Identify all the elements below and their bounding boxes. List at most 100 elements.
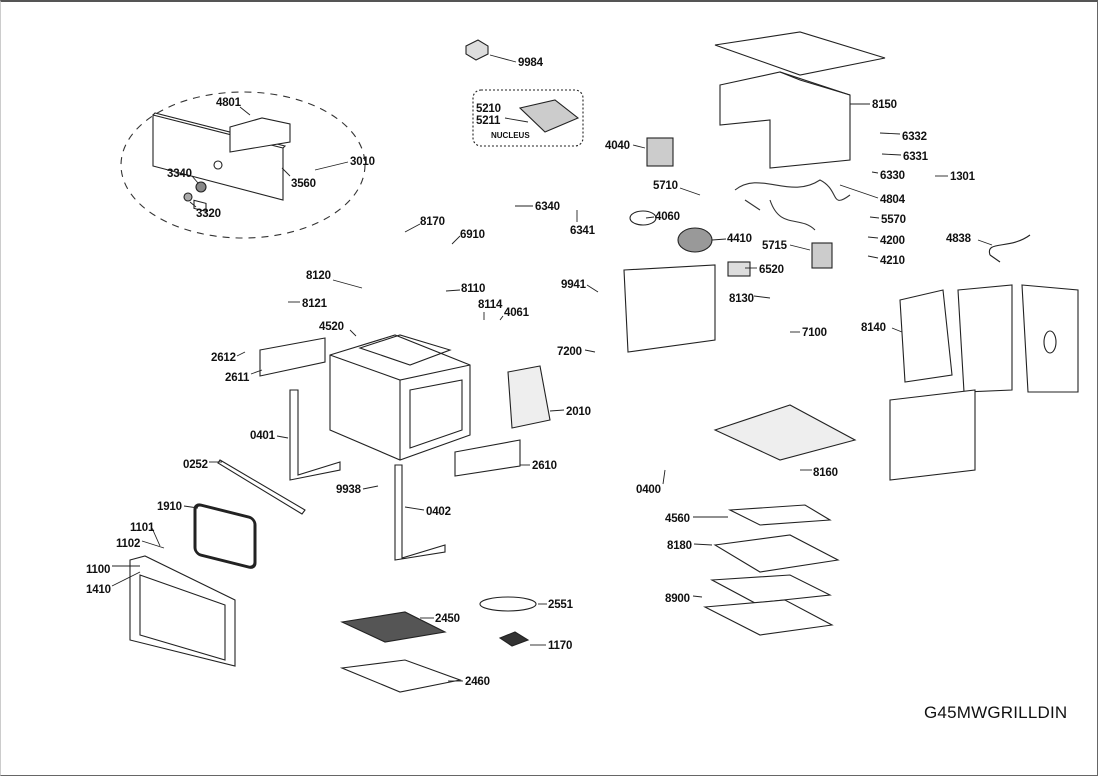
side-rail-right-drawing [454, 439, 521, 477]
leader-line-vent-grille [584, 349, 596, 353]
part-label-shaft: 6910 [460, 229, 485, 241]
leader-line-knob-cap [189, 201, 197, 208]
part-label-waveguide-cover: 2010 [566, 406, 591, 418]
part-label-door-switch: 7100 [802, 327, 827, 339]
part-label-vent-grille: 7200 [557, 346, 582, 358]
leader-line-latch-assembly [753, 295, 771, 299]
magnetron-drawing [646, 137, 674, 167]
leader-line-door-seal [183, 505, 199, 509]
leader-line-door-screw-b [141, 540, 165, 549]
transformer-drawing [811, 242, 833, 269]
leader-line-motor-bracket [332, 279, 363, 289]
base-plate-drawing [713, 404, 857, 461]
leader-line-wire-clip-a [879, 132, 901, 135]
mounting-bracket-left-drawing [289, 389, 341, 481]
part-label-side-rail-screw: 2612 [211, 352, 236, 364]
part-label-door-screw-a: 1101 [130, 522, 155, 534]
part-label-knob: 3340 [167, 168, 192, 180]
part-label-connector-block: 9984 [518, 57, 543, 69]
part-label-sensor: 6340 [535, 201, 560, 213]
part-label-fan-motor: 4410 [727, 233, 752, 245]
leader-line-relay [679, 187, 701, 196]
side-rail-left-drawing [259, 337, 326, 377]
part-label-motor-bracket: 8120 [306, 270, 331, 282]
leader-line-control-board-alt [504, 117, 529, 123]
part-label-door-screw-b: 1102 [116, 538, 141, 550]
part-label-wire-clip-a: 6332 [902, 131, 927, 143]
part-label-handle-connector: 1170 [548, 640, 573, 652]
baking-tray-drawing [339, 659, 463, 693]
leader-line-waveguide-cover [549, 409, 565, 412]
nucleus-label: NUCLEUS [491, 131, 530, 140]
leader-line-power-cord [977, 239, 993, 246]
leader-line-magnetron [632, 144, 646, 149]
part-label-door-glass: 1410 [86, 584, 111, 596]
control-board-drawing [518, 99, 580, 133]
part-label-bushing: 8121 [302, 298, 327, 310]
part-label-magnetron: 4040 [605, 140, 630, 152]
part-label-fuse: 6330 [880, 170, 905, 182]
part-label-outer-casing: 8150 [872, 99, 897, 111]
part-label-mounting-bracket-right: 0402 [426, 506, 451, 518]
leader-line-control-panel-assembly [314, 161, 349, 171]
rear-panel-drawing [623, 264, 716, 353]
part-label-trim-strip: 0252 [183, 459, 208, 471]
leader-line-back-panel [891, 327, 903, 333]
leader-line-shaft [451, 235, 461, 245]
leader-line-wiring-harness [839, 184, 879, 199]
part-label-heater-cover: 8180 [667, 540, 692, 552]
part-label-mounting-screw: 9938 [336, 484, 361, 496]
grill-element-drawing [358, 334, 452, 366]
part-label-display-cable: 4801 [216, 97, 241, 109]
model-code: G45MWGRILLDIN [924, 703, 1068, 722]
part-label-transformer: 5715 [762, 240, 787, 252]
base-frame-drawing [703, 599, 834, 636]
leader-line-foot [692, 595, 703, 598]
leader-line-connector-block [489, 54, 517, 63]
power-cord-drawing [988, 234, 1031, 263]
door-assembly-drawing [129, 555, 236, 667]
part-label-side-rail-right: 2610 [532, 460, 557, 472]
part-label-power-cord: 4838 [946, 233, 971, 245]
part-label-control-board: 5210 [476, 103, 501, 115]
part-label-choke: 9941 [561, 279, 586, 291]
control-panel-callout-ellipse [120, 91, 366, 239]
outer-casing-drawing [719, 71, 851, 169]
leader-line-mounting-screw [362, 485, 379, 490]
part-label-bottom-heater: 4560 [665, 513, 690, 525]
door-seal-drawing [193, 503, 257, 569]
leader-line-turntable-coupler [445, 289, 461, 292]
leader-line-turntable-motor [645, 216, 655, 219]
leader-line-capacitor [867, 236, 879, 239]
mounting-bracket-right-drawing [394, 464, 446, 561]
part-label-diode: 4210 [880, 255, 905, 267]
leader-line-display-cable [239, 106, 251, 116]
part-label-screw: 4061 [504, 307, 529, 319]
heater-cover-drawing [713, 534, 840, 573]
part-label-wire-rack: 2450 [435, 613, 460, 625]
part-label-door-assembly: 1100 [86, 564, 111, 576]
wire-rack-drawing [340, 611, 447, 643]
top-plate-drawing [714, 31, 886, 76]
part-label-display-module: 3560 [291, 178, 316, 190]
part-label-hinge: 0400 [636, 484, 661, 496]
leader-line-thermostat [869, 216, 880, 219]
turntable-motor-drawing [629, 210, 657, 226]
leader-line-door-screw-a [151, 527, 161, 547]
leader-line-transformer [789, 244, 811, 251]
fan-motor-drawing [677, 227, 713, 253]
lamp-assembly-drawing [727, 261, 751, 277]
leader-line-screw [499, 315, 504, 321]
waveguide-cover-drawing [507, 365, 551, 429]
rear-cover-drawing [1021, 284, 1079, 393]
back-panel-drawing [899, 289, 953, 383]
part-label-cable-grommet: 8160 [813, 467, 838, 479]
control-panel-drawing [152, 112, 291, 213]
part-label-latch-assembly: 8130 [729, 293, 754, 305]
leader-line-display-module [281, 167, 291, 177]
handle-connector-drawing [498, 631, 530, 647]
part-label-lamp-assembly: 6520 [759, 264, 784, 276]
leader-line-fan-motor [711, 238, 727, 241]
